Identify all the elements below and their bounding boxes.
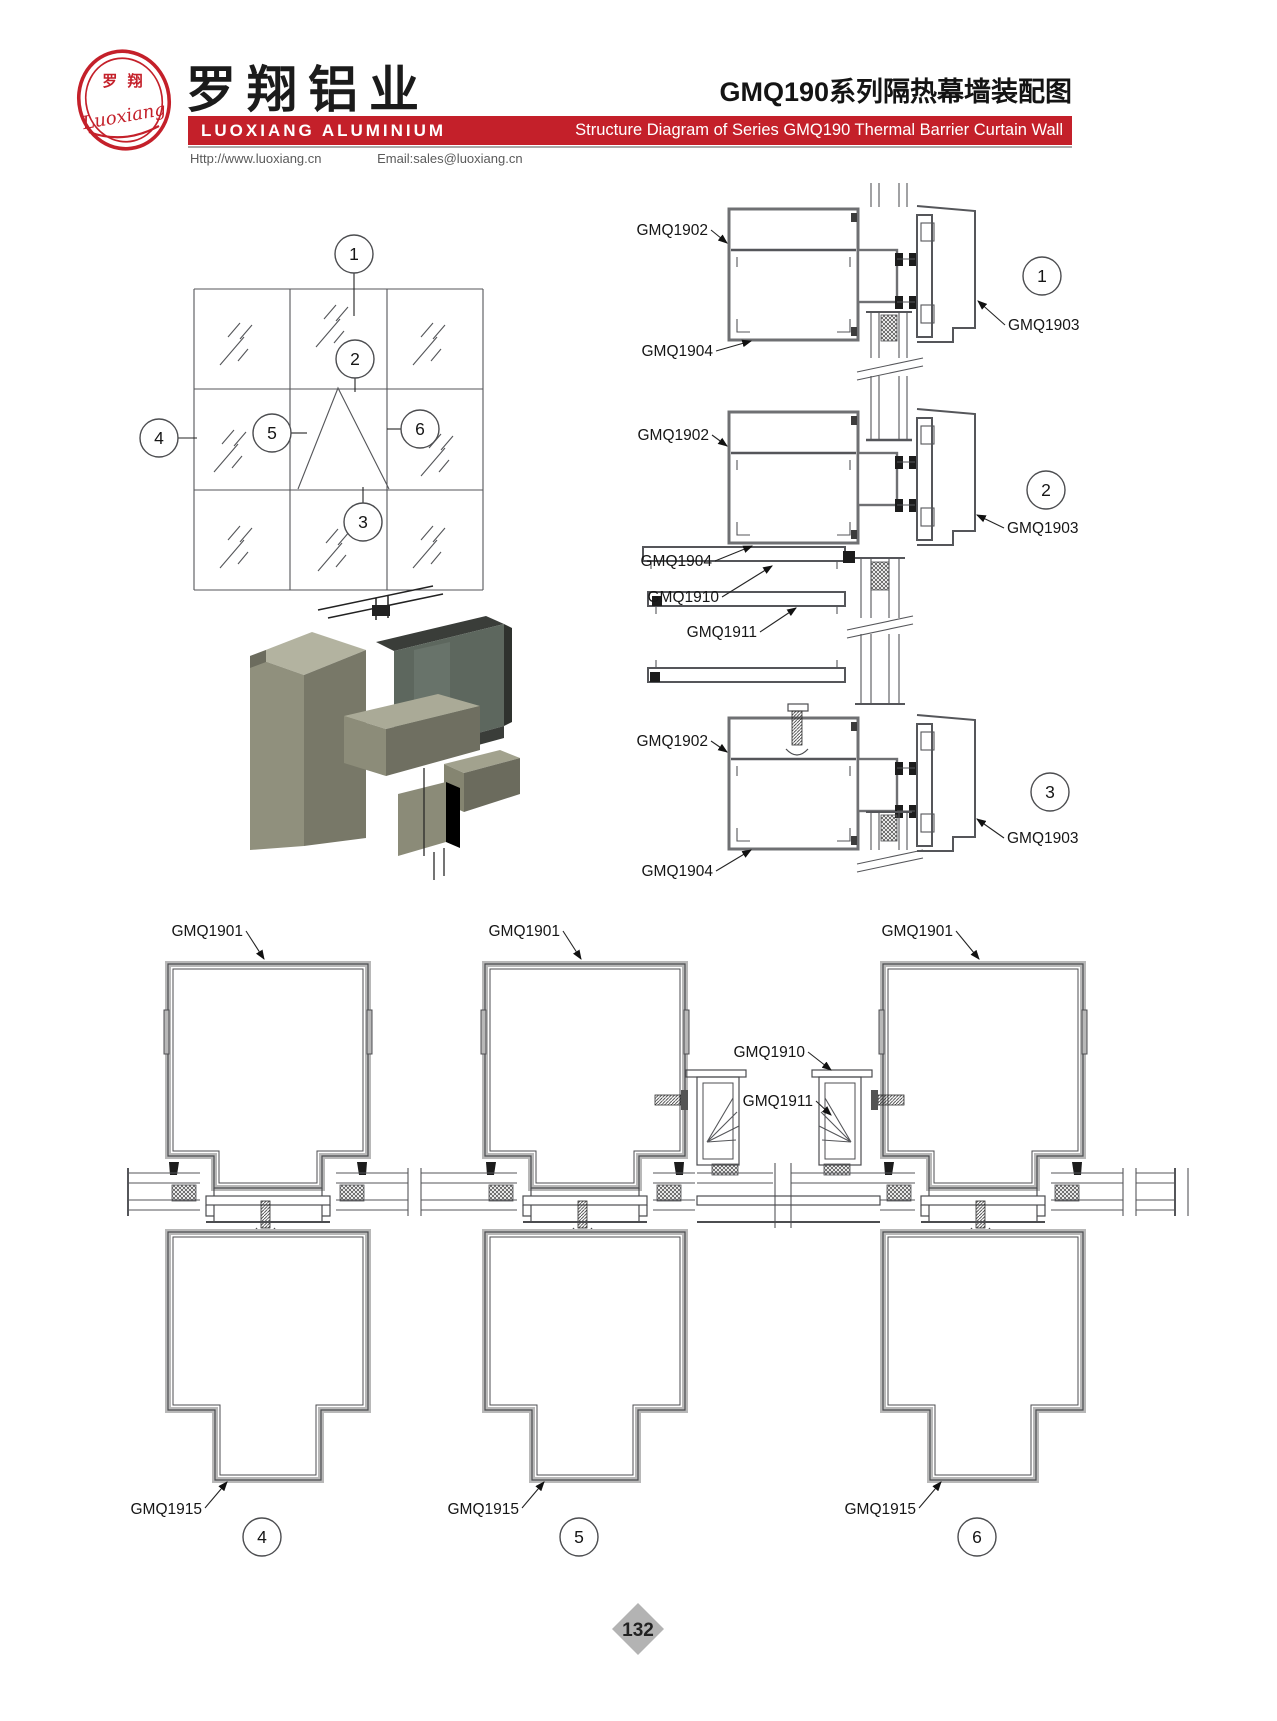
label-gmq1901-d6: GMQ1901 bbox=[881, 923, 953, 940]
elevation-callout-5: 5 bbox=[252, 413, 307, 453]
glass-unit-lower bbox=[856, 811, 924, 873]
svg-text:1: 1 bbox=[349, 244, 359, 264]
label-gmq1902-d2: GMQ1902 bbox=[637, 427, 709, 444]
label-gmq1904-d2: GMQ1904 bbox=[640, 553, 712, 570]
svg-text:2: 2 bbox=[350, 349, 360, 369]
elevation-callout-6: 6 bbox=[387, 409, 440, 449]
label-gmq1915-d4: GMQ1915 bbox=[130, 1501, 202, 1518]
company-logo: 罗 翔 Luoxiang bbox=[73, 46, 175, 154]
svg-text:3: 3 bbox=[1045, 782, 1055, 802]
label-gmq1903-d3: GMQ1903 bbox=[1007, 830, 1079, 847]
svg-text:5: 5 bbox=[267, 423, 277, 443]
detail-callout-1: 1 bbox=[1022, 256, 1062, 296]
company-name-en: LUOXIANG ALUMINIUM bbox=[201, 120, 447, 140]
label-gmq1915-d6: GMQ1915 bbox=[844, 1501, 916, 1518]
detail-callout-3: 3 bbox=[1030, 772, 1070, 812]
header-divider bbox=[188, 146, 1072, 148]
vent-assembly-plan bbox=[654, 1069, 905, 1228]
label-gmq1904-d1: GMQ1904 bbox=[641, 343, 713, 360]
render-3d bbox=[250, 585, 520, 880]
glass-unit-upper bbox=[856, 311, 924, 442]
svg-text:4: 4 bbox=[154, 428, 164, 448]
label-gmq1903-d2: GMQ1903 bbox=[1007, 520, 1079, 537]
detail-callout-4: 4 bbox=[242, 1517, 282, 1557]
label-gmq1902-d3: GMQ1902 bbox=[636, 733, 708, 750]
label-gmq1903-d1: GMQ1903 bbox=[1008, 317, 1080, 334]
company-name-zh: 罗翔铝业 bbox=[186, 62, 430, 118]
label-gmq1901-d4: GMQ1901 bbox=[171, 923, 243, 940]
contact-line: Http://www.luoxiang.cn Email:sales@luoxi… bbox=[190, 151, 575, 166]
label-gmq1910-vent: GMQ1910 bbox=[733, 1044, 805, 1061]
label-gmq1904-d3: GMQ1904 bbox=[641, 863, 713, 880]
email-link[interactable]: Email:sales@luoxiang.cn bbox=[377, 151, 523, 166]
label-gmq1911-d2: GMQ1911 bbox=[687, 624, 757, 641]
page-number: 132 bbox=[622, 1620, 654, 1641]
page-number-diamond: 132 bbox=[612, 1603, 664, 1655]
page-title-en: Structure Diagram of Series GMQ190 Therm… bbox=[575, 121, 1063, 139]
svg-text:6: 6 bbox=[415, 419, 425, 439]
svg-text:1: 1 bbox=[1037, 266, 1047, 286]
website-link[interactable]: Http://www.luoxiang.cn bbox=[190, 151, 322, 166]
vent-frame-parts bbox=[642, 546, 914, 756]
header-red-bar: LUOXIANG ALUMINIUM Structure Diagram of … bbox=[188, 116, 1072, 145]
logo-zh-text: 罗 翔 bbox=[102, 72, 145, 90]
label-gmq1902-d1: GMQ1902 bbox=[636, 222, 708, 239]
elevation-callout-1: 1 bbox=[334, 234, 374, 316]
label-gmq1911-vent: GMQ1911 bbox=[743, 1093, 813, 1110]
mullion-details-row: GMQ1901 GMQ1901 GMQ1901 GMQ1910 GMQ1911 … bbox=[127, 923, 1189, 1557]
svg-text:4: 4 bbox=[257, 1527, 267, 1547]
svg-text:6: 6 bbox=[972, 1527, 982, 1547]
elevation-callout-4: 4 bbox=[139, 418, 197, 458]
glazing-strip bbox=[127, 1168, 1189, 1216]
svg-text:3: 3 bbox=[358, 512, 368, 532]
elevation-callout-3: 3 bbox=[343, 487, 383, 542]
detail-callout-5: 5 bbox=[559, 1517, 599, 1557]
logo-oval bbox=[76, 49, 172, 151]
elevation-callout-2: 2 bbox=[335, 339, 375, 392]
page-title-zh: GMQ190系列隔热幕墙装配图 bbox=[719, 77, 1072, 107]
vent-triangle-symbol bbox=[297, 386, 390, 490]
elevation-diagram: 1 2 3 4 5 bbox=[139, 234, 484, 591]
label-gmq1910-d2: GMQ1910 bbox=[647, 589, 719, 606]
detail-callout-6: 6 bbox=[957, 1517, 997, 1557]
detail-callout-2: 2 bbox=[1026, 470, 1066, 510]
svg-text:2: 2 bbox=[1041, 480, 1051, 500]
label-gmq1901-d5: GMQ1901 bbox=[488, 923, 560, 940]
section-details-column: GMQ1902 GMQ1904 GMQ1903 1 GMQ1902 GMQ190… bbox=[636, 183, 1080, 880]
svg-text:5: 5 bbox=[574, 1527, 584, 1547]
label-gmq1915-d5: GMQ1915 bbox=[447, 1501, 519, 1518]
